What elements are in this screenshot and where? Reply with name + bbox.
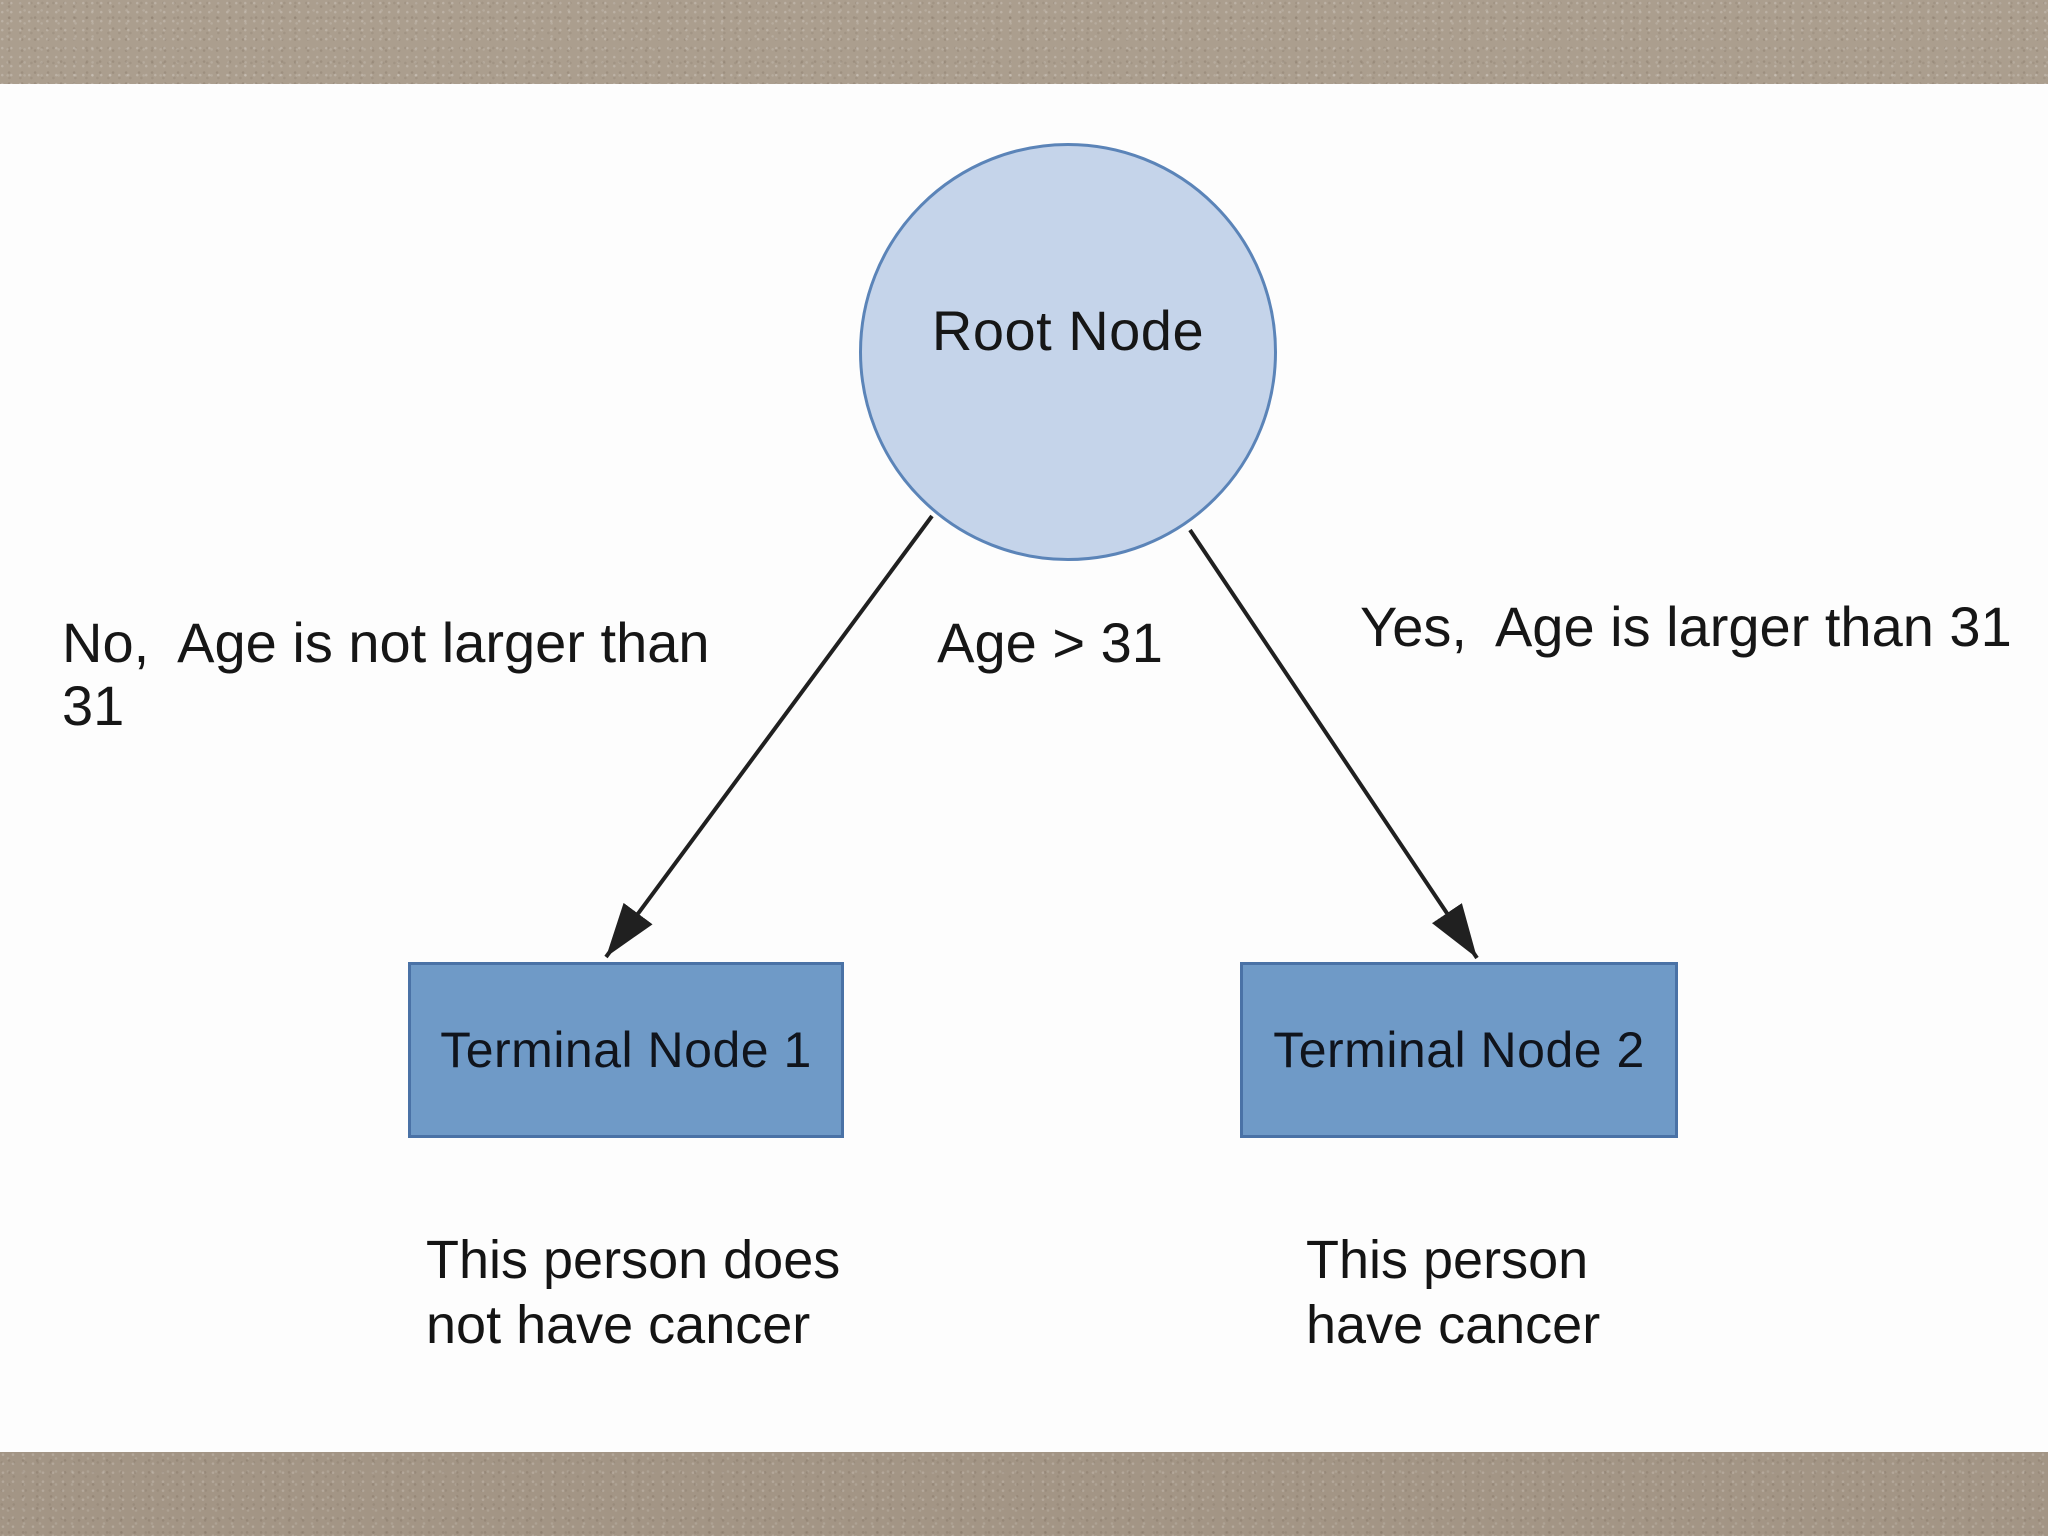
leaf-2-description: This person have cancer: [1306, 1230, 1601, 1355]
leaf-1-description: This person does not have cancer: [426, 1230, 841, 1355]
slide-frame-top: [0, 0, 2048, 84]
terminal-node-2: Terminal Node 2: [1240, 962, 1678, 1138]
edge-yes-label: Yes, Age is larger than 31: [1360, 595, 2012, 658]
terminal-node-1-label: Terminal Node 1: [440, 1022, 812, 1078]
root-node: Root Node: [859, 143, 1277, 561]
edge-no-label: No, Age is not larger than 31: [62, 611, 710, 737]
terminal-node-1: Terminal Node 1: [408, 962, 844, 1138]
slide-frame-bottom: [0, 1452, 2048, 1536]
root-node-label: Root Node: [931, 298, 1205, 362]
split-condition-label: Age > 31: [937, 611, 1163, 674]
terminal-node-2-label: Terminal Node 2: [1273, 1022, 1645, 1078]
